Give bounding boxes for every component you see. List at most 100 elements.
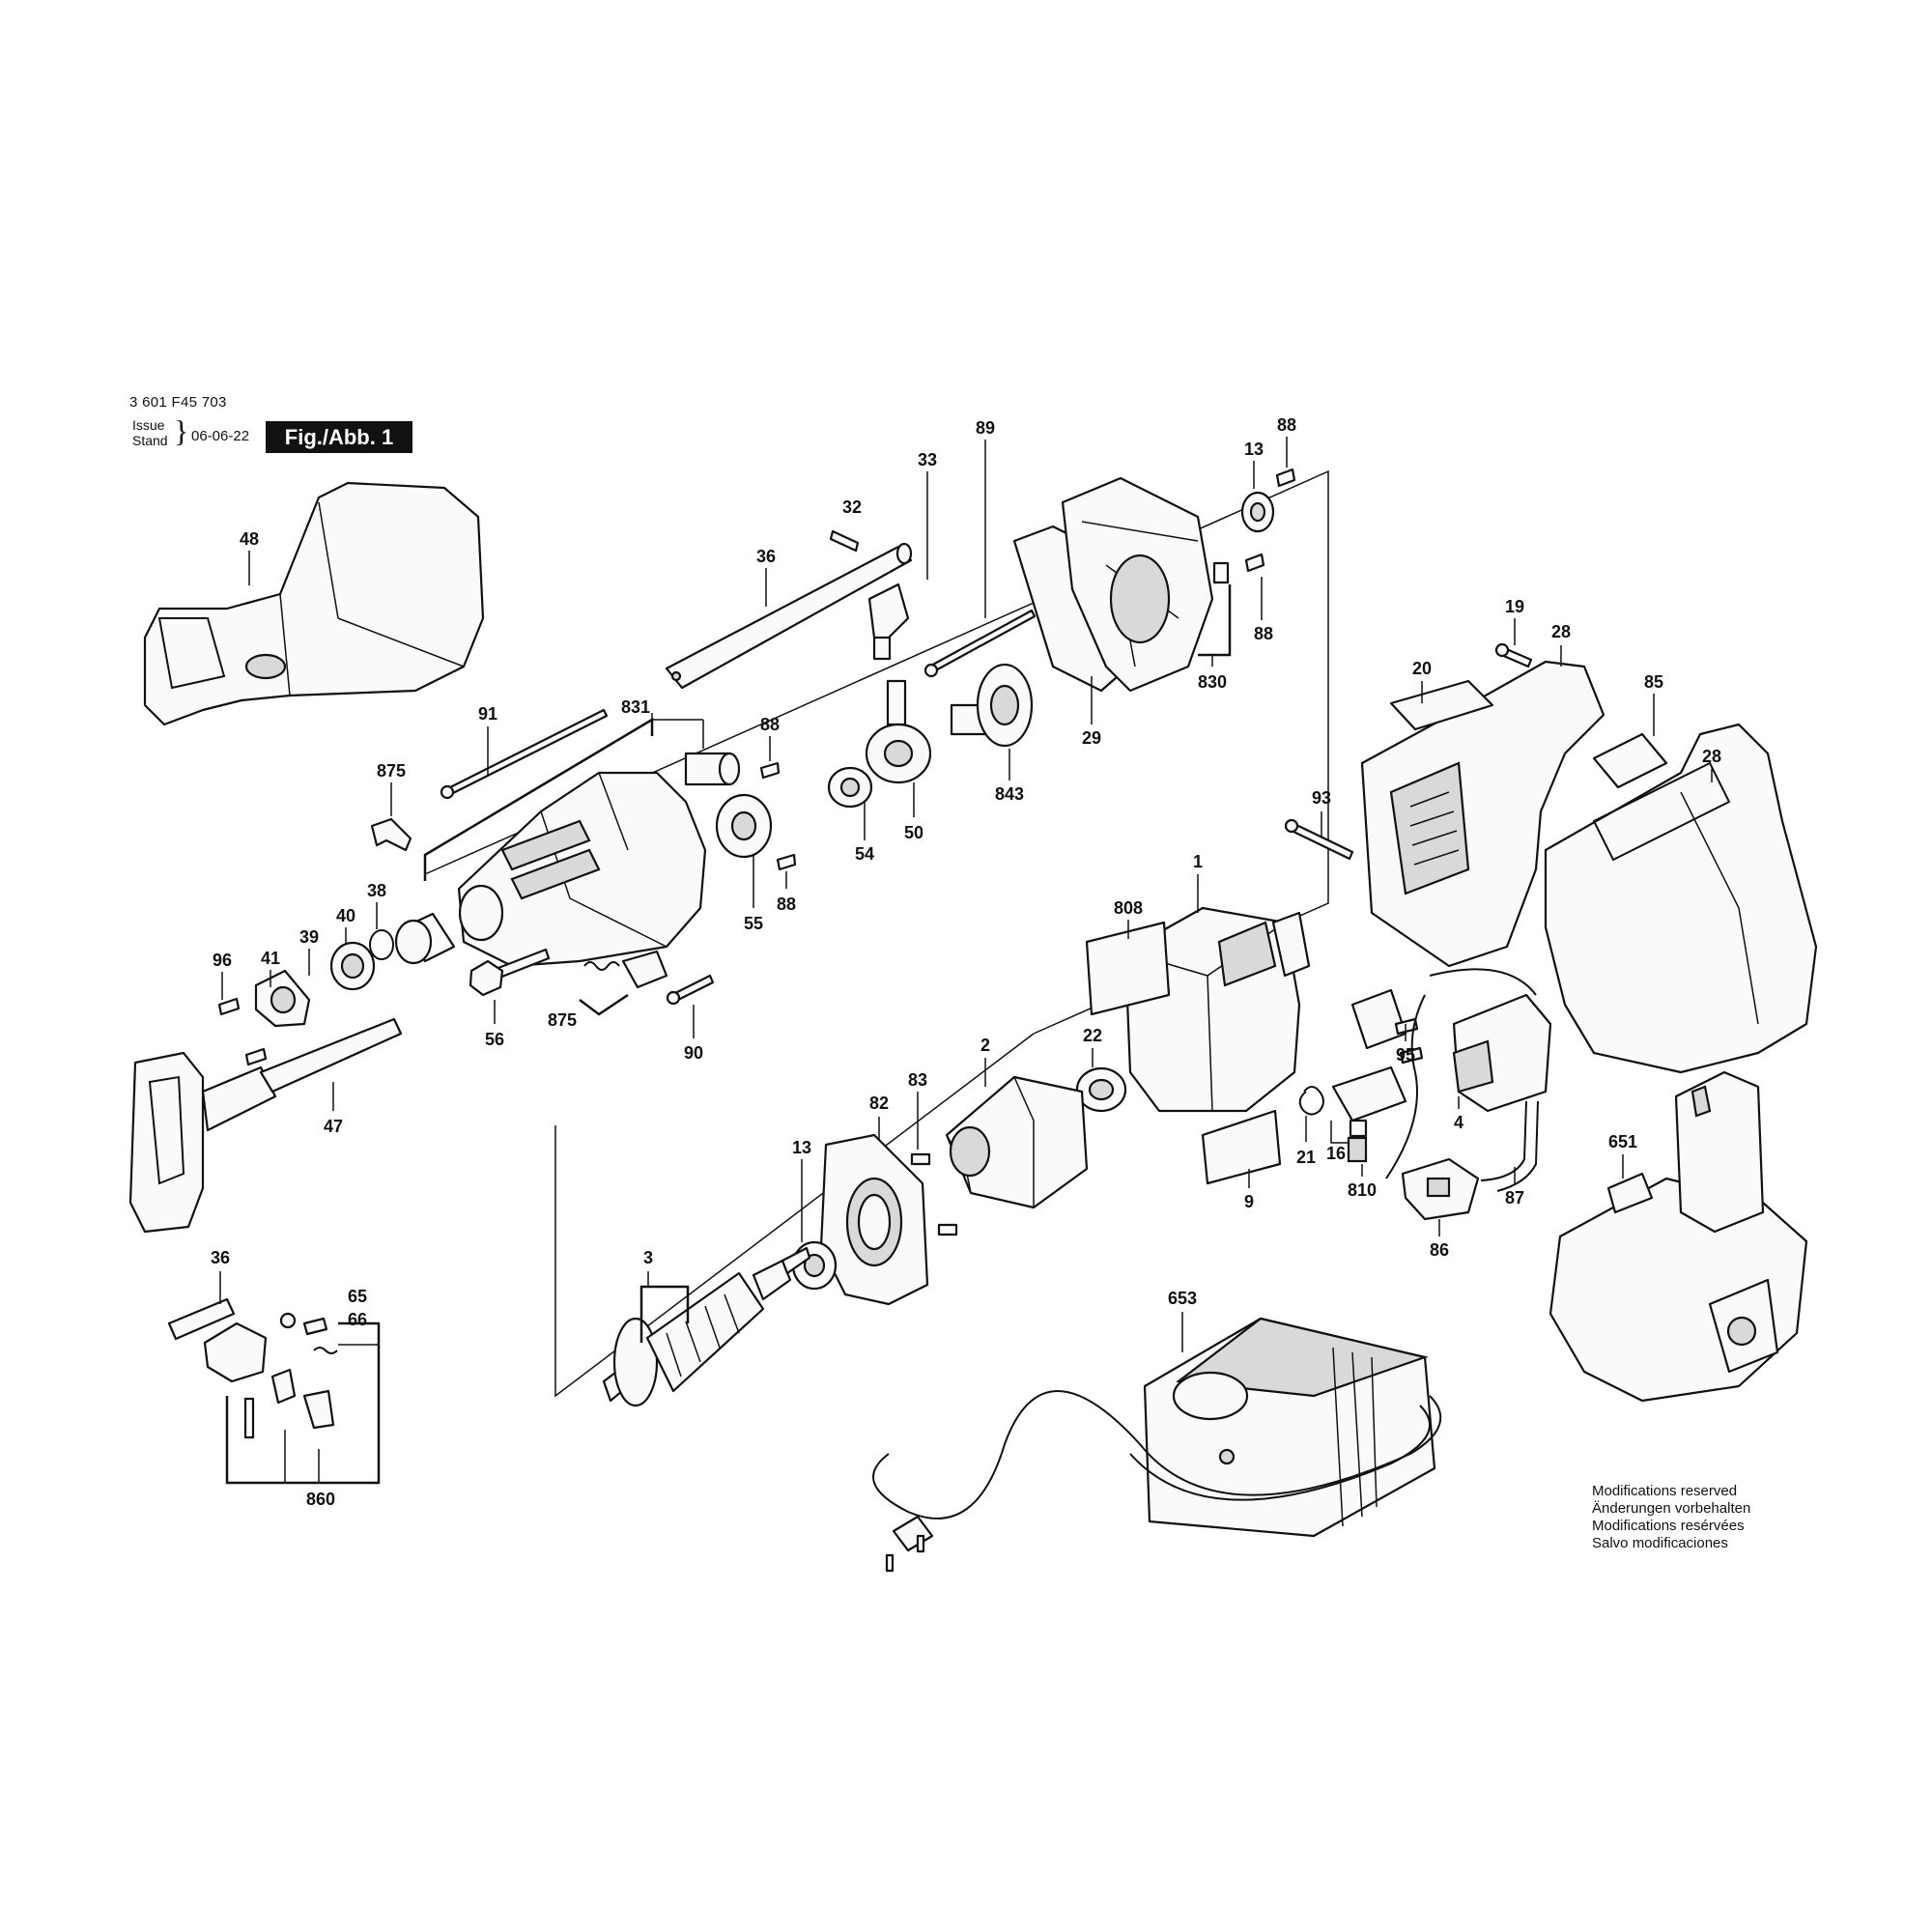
part-28-housing-right [1544, 723, 1818, 1074]
issue-brace: } [174, 413, 189, 448]
part-13-bearing-top [1240, 491, 1275, 533]
part-653-charger [872, 1317, 1442, 1573]
part-88-screw-mid [759, 761, 781, 780]
part-41-flange [254, 969, 311, 1028]
notice-en: Modifications reserved [1592, 1483, 1738, 1499]
callout-88-low: 88 [777, 895, 796, 914]
callout-50: 50 [904, 823, 923, 842]
callout-88-top: 88 [1277, 415, 1296, 435]
callout-38: 38 [367, 881, 386, 900]
part-48-front-cover [143, 481, 485, 726]
notice-fr: Modifications resérvées [1592, 1518, 1745, 1534]
issue-date: 06-06-22 [191, 428, 250, 444]
issue-label-en: Issue [132, 417, 165, 433]
callout-32: 32 [842, 497, 862, 517]
callout-831: 831 [621, 697, 650, 717]
issue-label-de: Stand [132, 433, 168, 448]
part-1-motor-housing [1123, 906, 1311, 1113]
callout-860: 860 [306, 1490, 335, 1509]
bracket-830 [1198, 584, 1232, 657]
part-86-terminal [1401, 1157, 1480, 1221]
part-843-gear-wheel [950, 663, 1034, 748]
callout-39: 39 [299, 927, 319, 947]
part-36-blade-holder-assembly [167, 1297, 338, 1439]
callout-810: 810 [1348, 1180, 1377, 1200]
callout-88-mid: 88 [760, 715, 780, 734]
callout-86: 86 [1430, 1240, 1449, 1260]
document-number: 3 601 F45 703 [129, 394, 227, 411]
callout-47: 47 [324, 1117, 343, 1136]
callout-85: 85 [1644, 672, 1663, 692]
issue-label: Issue Stand [132, 417, 168, 448]
part-808-label [1085, 921, 1171, 1016]
callout-22: 22 [1083, 1026, 1102, 1045]
part-83-pins [910, 1152, 958, 1236]
callout-41: 41 [261, 949, 280, 968]
part-56-bolt [469, 948, 551, 997]
part-88-screw-side [1244, 553, 1265, 573]
part-88-screw-low [776, 853, 797, 871]
part-9-label [1201, 1109, 1282, 1185]
callout-9: 9 [1244, 1192, 1254, 1211]
part-47-plunger-bar [128, 1017, 403, 1234]
part-21-spring [1298, 1086, 1324, 1116]
callout-13-lower: 13 [792, 1138, 811, 1157]
part-32-pin [829, 529, 860, 553]
part-810-carbon-brush [1347, 1136, 1368, 1163]
part-20-label [1389, 679, 1494, 731]
part-87-wires [1480, 1100, 1539, 1192]
callout-95: 95 [1396, 1045, 1415, 1065]
part-2-stator [945, 1075, 1089, 1209]
callout-93: 93 [1312, 788, 1331, 808]
callout-56: 56 [485, 1030, 504, 1049]
part-54-bushing [827, 766, 873, 809]
callout-875-top: 875 [377, 761, 406, 781]
callout-33: 33 [918, 450, 937, 469]
part-16-brush-holder [1331, 1065, 1407, 1138]
callout-88-side: 88 [1254, 624, 1273, 643]
callout-48: 48 [240, 529, 259, 549]
part-95-terminal-screws [1350, 988, 1424, 1065]
notice-es: Salvo modificaciones [1592, 1535, 1728, 1551]
part-19-screw [1494, 642, 1533, 668]
part-3-armature [602, 1246, 811, 1407]
part-39-seal [329, 941, 376, 991]
part-89-screw [923, 609, 1037, 678]
figure-label: Fig./Abb. 1 [266, 421, 412, 453]
callout-3: 3 [643, 1248, 653, 1267]
part-831-gear-case [457, 752, 741, 968]
modifications-notice: Modifications reserved Änderungen vorbeh… [1592, 1483, 1750, 1552]
part-28-housing-left [1360, 660, 1605, 968]
callout-55: 55 [744, 914, 763, 933]
callout-21: 21 [1296, 1148, 1316, 1167]
callout-875-lower: 875 [548, 1010, 577, 1030]
callout-91: 91 [478, 704, 497, 724]
part-55-bearing [715, 793, 773, 859]
part-29-gear-housing [1012, 476, 1214, 693]
part-875-spring-lever [583, 950, 668, 989]
callout-1: 1 [1193, 852, 1203, 871]
callout-36-holder: 36 [211, 1248, 230, 1267]
part-93-screw [1284, 818, 1354, 861]
callout-13-top: 13 [1244, 440, 1264, 459]
part-96-screws [217, 997, 268, 1066]
part-36-plunger-rod [665, 542, 913, 690]
part-90-screw [666, 974, 715, 1006]
callout-830: 830 [1198, 672, 1227, 692]
part-38-sleeve [394, 912, 456, 965]
callout-65: 65 [348, 1287, 367, 1306]
bracket-875-lower [579, 993, 629, 1016]
callout-36-rod: 36 [756, 547, 776, 566]
callout-89: 89 [976, 418, 995, 438]
part-50-crank [865, 679, 932, 784]
callout-653: 653 [1168, 1289, 1197, 1308]
callout-2: 2 [980, 1036, 990, 1055]
part-33-clamp [867, 582, 910, 661]
callout-29: 29 [1082, 728, 1101, 748]
part-22-bearing [1075, 1066, 1127, 1113]
bracket-831 [423, 717, 654, 881]
callout-20: 20 [1412, 659, 1432, 678]
callout-87: 87 [1505, 1188, 1524, 1208]
callout-651: 651 [1608, 1132, 1637, 1151]
